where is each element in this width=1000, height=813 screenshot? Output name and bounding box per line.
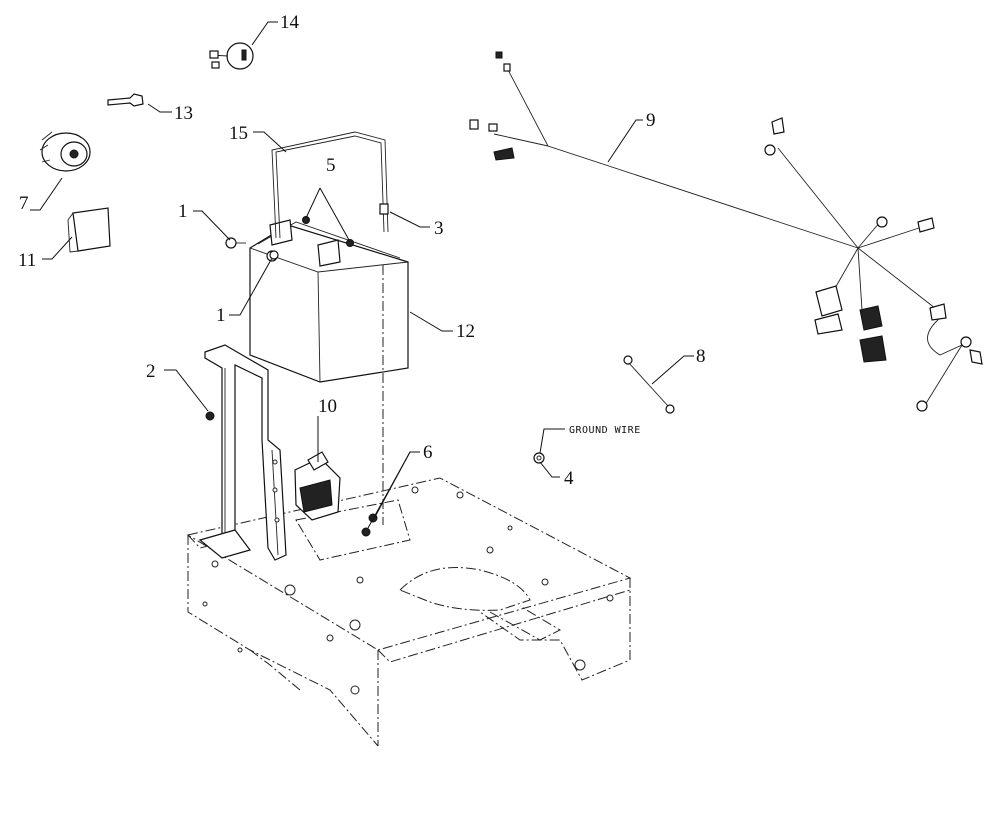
callout-12: 12 <box>456 321 475 342</box>
callout-13: 13 <box>174 103 193 124</box>
callout-4: 4 <box>564 468 574 489</box>
callouts: 14 13 15 5 7 1 3 11 1 12 2 10 9 8 6 4 GR… <box>18 12 706 489</box>
bolt-2 <box>205 411 215 421</box>
battery-bracket <box>198 344 287 561</box>
ground-wire-label: GROUND WIRE <box>569 425 641 436</box>
ignition-key-14 <box>209 42 254 70</box>
starter-solenoid <box>294 451 341 521</box>
ignition-key-13 <box>107 93 144 107</box>
ground-wire-8 <box>623 355 675 414</box>
wiring-harness <box>469 51 983 412</box>
callout-15: 15 <box>229 123 248 144</box>
callout-6: 6 <box>423 442 433 463</box>
switch-cover-11 <box>67 207 111 253</box>
ground-nut-4 <box>533 452 545 464</box>
callout-10: 10 <box>318 396 337 417</box>
callout-1-bottom: 1 <box>216 305 226 326</box>
callout-8: 8 <box>696 346 706 367</box>
callout-11: 11 <box>18 250 36 271</box>
bolt-3 <box>379 203 389 215</box>
callout-1-top: 1 <box>178 201 188 222</box>
callout-9: 9 <box>646 110 656 131</box>
callout-5: 5 <box>326 155 336 176</box>
battery <box>249 219 409 383</box>
ignition-switch-7 <box>39 131 91 172</box>
chassis-frame <box>186 477 632 747</box>
callout-7: 7 <box>19 193 29 214</box>
callout-14: 14 <box>280 12 300 33</box>
callout-2: 2 <box>146 361 156 382</box>
hold-down-strap <box>271 131 389 239</box>
callout-3: 3 <box>434 218 444 239</box>
leader-lines <box>30 21 694 529</box>
bolt-1 <box>225 237 246 249</box>
